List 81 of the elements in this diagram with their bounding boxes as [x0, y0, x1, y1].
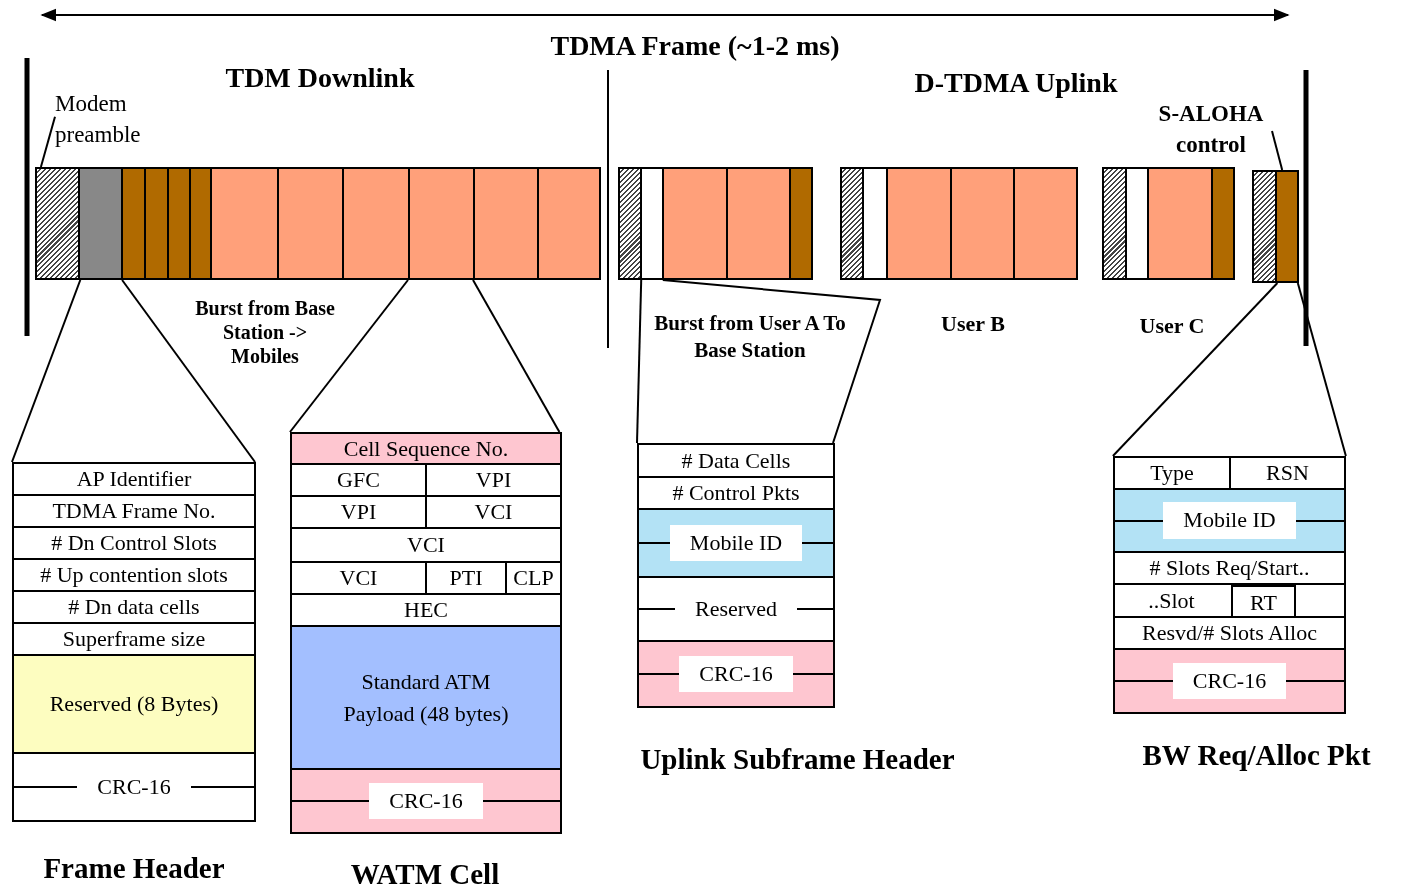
time-slot — [1275, 170, 1299, 283]
field-label: CRC-16 — [369, 782, 483, 820]
hatched-slot — [618, 167, 642, 280]
expansion-line — [121, 279, 256, 463]
field-label: CRC-16 — [679, 655, 793, 693]
time-slot — [537, 167, 601, 280]
packet-title: WATM Cell — [349, 858, 501, 891]
field-row: ..Slot RT — [1113, 583, 1346, 618]
field-label: CRC-16 — [1172, 662, 1287, 700]
hatched-slot — [35, 167, 80, 280]
field-row — [12, 752, 256, 822]
field-row — [637, 508, 835, 578]
annotation-label: Modem preamble — [55, 88, 167, 152]
expansion-line — [1296, 282, 1347, 457]
burst-label: User B — [940, 310, 1006, 338]
time-slot — [144, 167, 169, 280]
field-row — [290, 768, 562, 834]
field-label: Mobile ID — [669, 524, 803, 562]
leader-line — [39, 115, 56, 168]
expansion-line — [661, 279, 882, 444]
time-slot — [189, 167, 212, 280]
time-slot — [640, 167, 664, 280]
time-slot — [726, 167, 791, 280]
time-slot — [950, 167, 1015, 280]
time-slot — [277, 167, 344, 280]
field-row: # Dn Control Slots — [12, 526, 256, 560]
field-row: AP Identifier — [12, 462, 256, 496]
hatched-slot — [840, 167, 864, 280]
section-heading: TDM Downlink — [224, 61, 416, 95]
field-row: Resvd/# Slots Alloc — [1113, 616, 1346, 650]
expansion-line — [636, 279, 643, 444]
field-row: HEC — [290, 593, 562, 627]
time-slot — [862, 167, 888, 280]
packet-title: BW Req/Alloc Pkt — [1141, 739, 1372, 772]
expansion-line — [289, 279, 409, 433]
field-row: TDMA Frame No. — [12, 494, 256, 528]
hatched-slot — [1252, 170, 1277, 283]
time-slot — [167, 167, 191, 280]
field-row: # Control Pkts — [637, 476, 835, 510]
time-slot — [662, 167, 728, 280]
burst-label: Burst from User A To Base Station — [653, 310, 847, 365]
field-row — [637, 576, 835, 642]
field-row: Reserved (8 Bytes) — [12, 654, 256, 754]
expansion-line — [1111, 282, 1279, 457]
annotation-label: S-ALOHA control — [1150, 98, 1272, 164]
field-row: VCI — [290, 527, 562, 563]
field-row: Standard ATM Payload (48 bytes) — [290, 625, 562, 770]
time-slot — [1211, 167, 1235, 280]
time-slot — [886, 167, 952, 280]
field-row: Cell Sequence No. — [290, 432, 562, 465]
field-row: # Slots Req/Start.. — [1113, 551, 1346, 585]
expansion-line — [472, 279, 561, 433]
hatched-slot — [1102, 167, 1127, 280]
field-row — [1113, 488, 1346, 553]
time-slot — [342, 167, 410, 280]
burst-label: Burst from Base Station -> Mobiles — [194, 296, 336, 368]
time-slot — [789, 167, 813, 280]
packet-title: Uplink Subframe Header — [639, 743, 956, 776]
section-heading: D-TDMA Uplink — [913, 66, 1119, 100]
time-slot — [473, 167, 539, 280]
time-slot — [1125, 167, 1149, 280]
time-slot — [210, 167, 279, 280]
time-slot — [78, 167, 123, 280]
field-row — [637, 640, 835, 708]
packet-title: Frame Header — [42, 852, 226, 885]
time-slot — [1147, 167, 1213, 280]
field-row: # Data Cells — [637, 443, 835, 478]
expansion-line — [11, 279, 82, 463]
field-row — [1113, 648, 1346, 714]
field-row: # Dn data cells — [12, 590, 256, 624]
time-slot — [121, 167, 146, 280]
field-row: RSN — [1229, 456, 1346, 490]
time-slot — [408, 167, 475, 280]
leader-line — [1271, 130, 1284, 171]
field-label: Mobile ID — [1163, 502, 1296, 539]
field-row: # Up contention slots — [12, 558, 256, 592]
field-row: Superframe size — [12, 622, 256, 656]
burst-label: User C — [1138, 312, 1206, 340]
field-row: Type — [1113, 456, 1231, 490]
section-heading: TDMA Frame (~1-2 ms) — [549, 29, 841, 63]
time-slot — [1013, 167, 1078, 280]
